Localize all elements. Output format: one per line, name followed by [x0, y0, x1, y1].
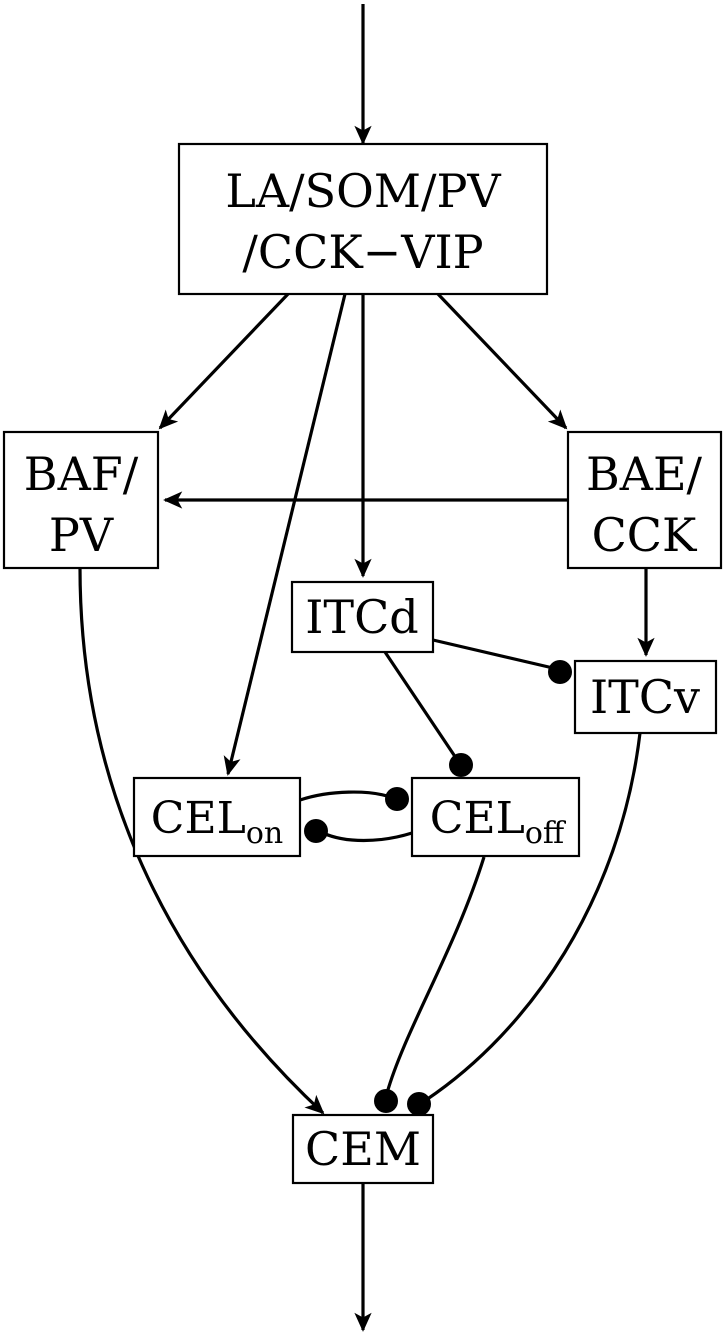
svg-text:CELon: CELon: [151, 793, 283, 851]
inhibitory-terminal-cem-from-cel-off: [374, 1089, 398, 1113]
node-cel-off-subscript: off: [525, 816, 567, 851]
node-itcv-label: ITCv: [590, 670, 700, 724]
node-cem-label: CEM: [305, 1122, 421, 1176]
node-itcv: ITCv: [573, 659, 718, 735]
node-bae-line1: BAE/: [586, 447, 703, 501]
edge-cel-on-to-cel-off: [299, 790, 391, 802]
node-itcd-label: ITCd: [305, 590, 419, 644]
node-cem: CEM: [291, 1113, 435, 1185]
node-baf-line1: BAF/: [24, 447, 139, 501]
edge-cel-off-to-cem: [385, 856, 486, 1094]
edge-itcd-to-cel-off: [383, 651, 458, 759]
node-itcd: ITCd: [290, 580, 435, 654]
node-bae: BAE/ CCK: [566, 430, 723, 570]
edge-cel-off-to-cel-on: [322, 831, 413, 843]
node-cel-on-subscript: on: [246, 816, 283, 851]
inhibitory-terminal-cem-from-itcv: [407, 1092, 431, 1116]
node-la-line1: LA/SOM/PV: [225, 164, 501, 218]
node-cel-on: CELon: [132, 776, 302, 858]
edge-la-to-cel-on: [223, 293, 347, 776]
node-baf-line2: PV: [49, 508, 114, 562]
node-la-line2: /CCK−VIP: [242, 225, 483, 279]
edge-baf-to-cem: [78, 567, 325, 1115]
node-cel-off-label: CEL: [430, 793, 525, 844]
edge-itcv-to-cem: [425, 732, 642, 1102]
inhibitory-terminal-cel-on: [304, 819, 328, 843]
node-cel-off: CELoff: [410, 776, 581, 858]
node-baf: BAF/ PV: [2, 430, 160, 570]
node-cel-on-label: CEL: [151, 793, 246, 844]
inhibitory-terminal-itcv: [548, 660, 572, 684]
edge-la-to-baf: [158, 292, 290, 430]
inhibitory-terminal-cel-off-lateral: [385, 787, 409, 811]
svg-text:CELoff: CELoff: [430, 793, 567, 851]
node-la: LA/SOM/PV /CCK−VIP: [177, 142, 549, 296]
inhibitory-terminal-cel-off: [449, 753, 473, 777]
edge-la-to-bae: [436, 292, 568, 430]
node-bae-line2: CCK: [592, 508, 698, 562]
edge-itcd-to-itcv: [432, 638, 554, 670]
